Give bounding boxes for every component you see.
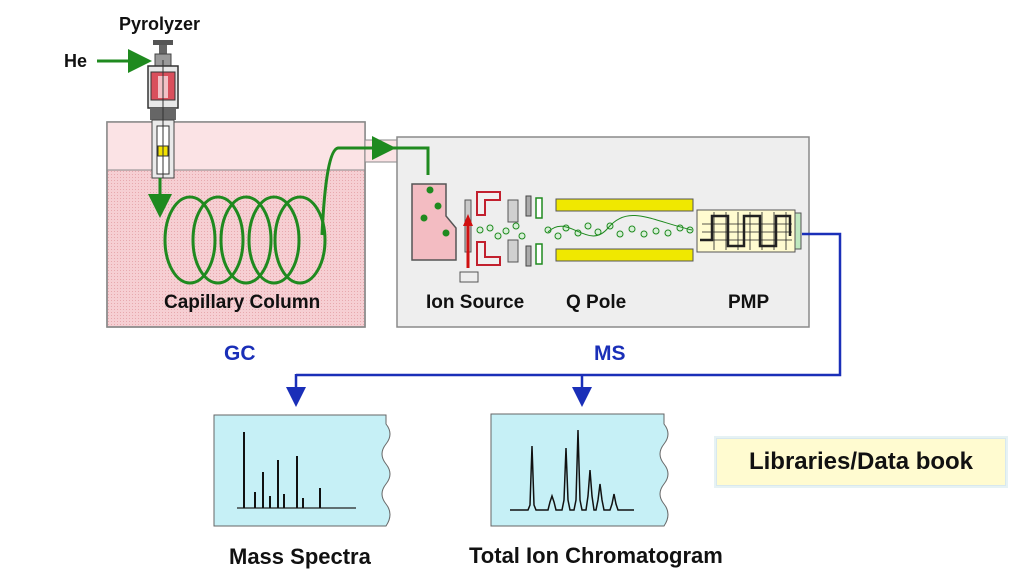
libraries-data-book-label: Libraries/Data book xyxy=(748,448,974,475)
q-pole-label: Q Pole xyxy=(566,292,627,313)
coil-icon xyxy=(148,136,430,285)
ion-source-icon xyxy=(411,183,543,283)
detector-icon xyxy=(696,209,802,253)
pyrolyzer-icon xyxy=(147,40,179,179)
helium-label: He xyxy=(64,51,88,71)
ion-source-label: Ion Source xyxy=(426,292,525,313)
ion-trajectory xyxy=(547,214,693,237)
libraries-data-book-box: Libraries/Data book xyxy=(716,438,1006,486)
mass-spectra-label: Mass Spectra xyxy=(229,544,371,569)
pyrolyzer-label: Pyrolyzer xyxy=(119,14,201,34)
pmp-label: PMP xyxy=(728,292,770,313)
transfer-line xyxy=(364,139,398,163)
spectrum-icon xyxy=(213,414,391,527)
chromatogram-icon xyxy=(490,413,669,527)
quadrupole-icon xyxy=(555,198,694,262)
tic-label: Total Ion Chromatogram xyxy=(469,543,723,568)
signal-line xyxy=(286,232,842,407)
ms-label: MS xyxy=(594,342,626,365)
gc-label: GC xyxy=(224,342,256,365)
capillary-column-label: Capillary Column xyxy=(164,292,321,313)
